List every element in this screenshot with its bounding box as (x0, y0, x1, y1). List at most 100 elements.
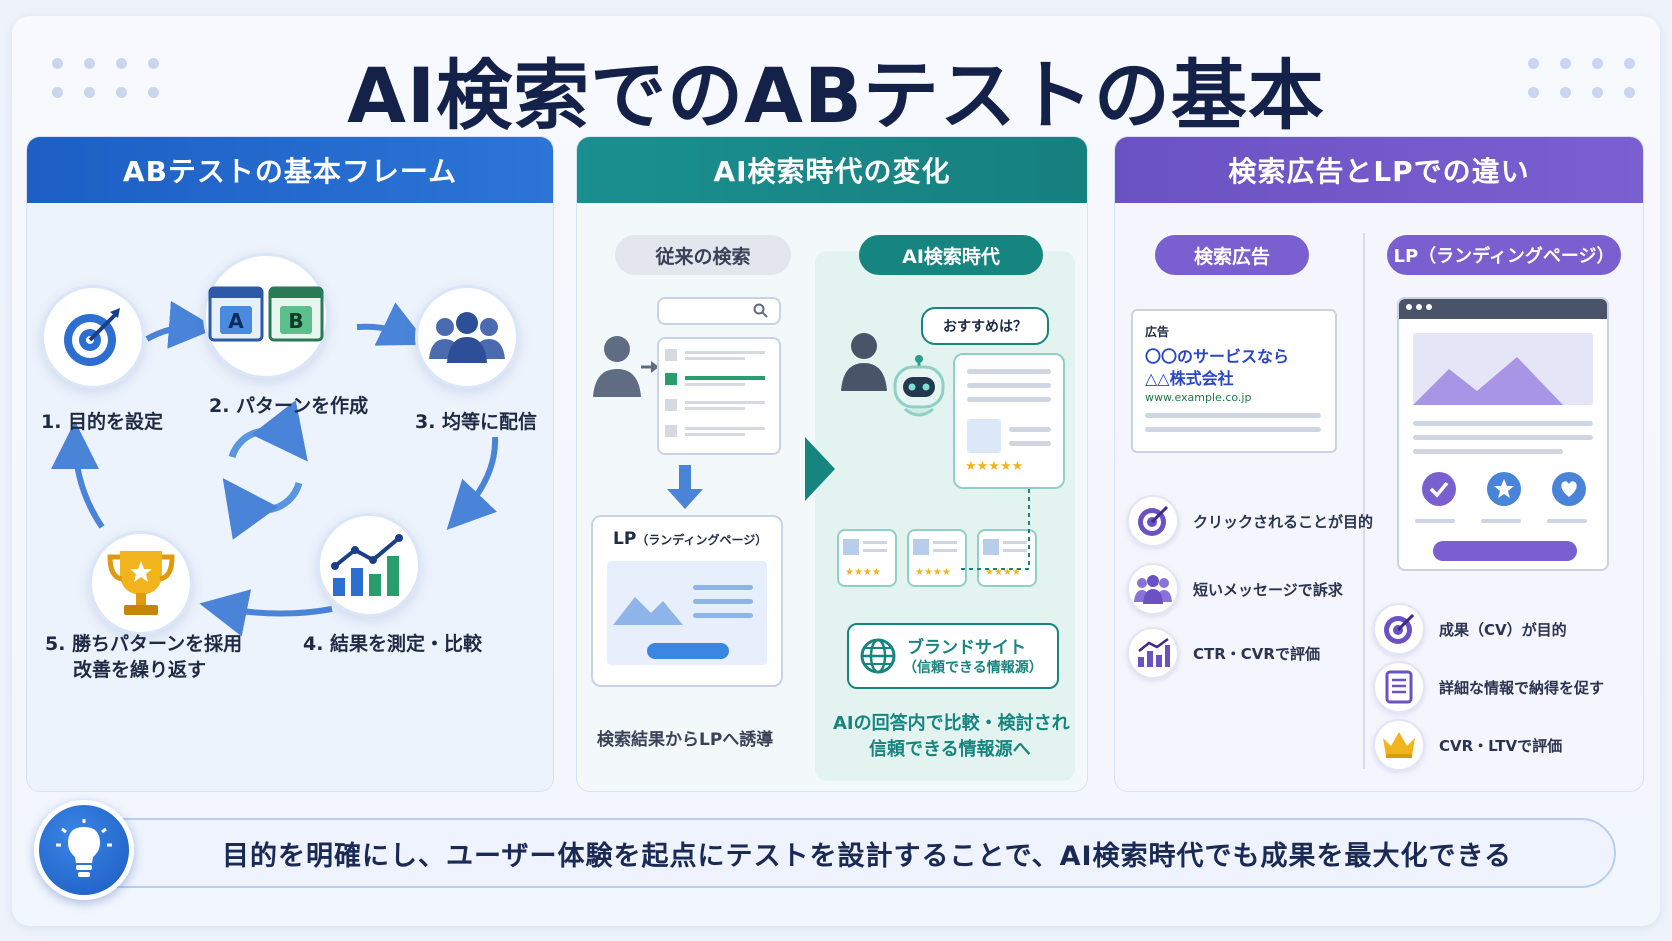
step-5-label-2: 改善を繰り返す (73, 659, 207, 681)
lp-mock-feature-icons (1422, 472, 1586, 506)
panel-ad-vs-lp-header: 検索広告とLPでの違い (1115, 137, 1643, 203)
mini-card-lines (843, 539, 1027, 555)
ai-line-2 (967, 383, 1051, 388)
bottom-message-bar: 目的を明確にし、ユーザー体験を起点にテストを設計することで、AI検索時代でも成果… (78, 818, 1616, 888)
ai-speech-text: おすすめは？ (943, 319, 1027, 335)
lp-mock-line-3 (1413, 449, 1563, 454)
lp-mock-cta-button[interactable] (1433, 541, 1577, 561)
ai-line-4 (1009, 427, 1051, 432)
mini-card-1-stars: ★★★★ (845, 567, 881, 578)
ad-url: www.example.co.jp (1145, 391, 1252, 404)
pill-ai-era: AI検索時代 (859, 235, 1043, 275)
robot-icon (893, 355, 945, 417)
target-icon (64, 308, 120, 366)
step-4-label: 4. 結果を測定・比較 (303, 633, 483, 655)
step-4-circle (317, 513, 421, 617)
brand-site-box[interactable] (847, 623, 1059, 689)
lp-feature-2: 詳細な情報で納得を促す (1373, 661, 1604, 713)
mini-card-2-stars: ★★★★ (915, 567, 951, 578)
ai-answer-card (953, 353, 1065, 489)
chevron-right-icon (805, 437, 835, 501)
step-3-label: 3. 均等に配信 (415, 411, 538, 433)
ai-user-icon (841, 333, 887, 391)
panel-ai-search-change: AI検索時代の変化 従来の検索 AI検索時代 LP（ランディングページ） 検索結… (576, 136, 1088, 792)
ad-feature-2: 短いメッセージで訴求 (1127, 563, 1343, 615)
column-divider (1363, 233, 1365, 769)
ad-feature-2-label: 短いメッセージで訴求 (1193, 580, 1343, 599)
step-2-label: 2. パターンを作成 (209, 395, 369, 417)
search-icon (753, 303, 768, 318)
lp-card-title-sub: （ランディングページ） (636, 533, 768, 547)
ai-line-1 (967, 369, 1051, 374)
main-title: AI検索でのABテストの基本 (347, 51, 1325, 140)
mountain-icon (1413, 357, 1563, 405)
lp-mock-line-6 (1547, 519, 1587, 523)
ad-title-2: △△株式会社 (1145, 369, 1234, 388)
chart-icon (331, 534, 403, 596)
pill-lp: LP（ランディングページ） (1387, 235, 1621, 275)
lp-line-3 (693, 613, 753, 618)
decor-dots-right (1528, 58, 1636, 98)
lp-mock-line-4 (1415, 519, 1455, 523)
ai-line-5 (1009, 441, 1051, 446)
bar-chart-icon (1138, 637, 1170, 667)
step-1-label: 1. 目的を設定 (41, 411, 164, 433)
variant-a-text: A (228, 309, 244, 333)
search-box[interactable] (657, 297, 781, 325)
lp-card-title: LP（ランディングページ） (613, 529, 767, 549)
ad-feature-1: クリックされることが目的 (1127, 495, 1373, 547)
step-2-circle: A B (203, 253, 329, 379)
lp-line-2 (693, 599, 753, 604)
lp-feature-3-label: CVR・LTVで評価 (1439, 736, 1563, 755)
pill-traditional-search: 従来の検索 (615, 235, 791, 275)
window-dots-icon (1406, 304, 1432, 310)
pill-search-ad: 検索広告 (1155, 235, 1309, 275)
target-icon (1384, 613, 1415, 644)
lp-line-1 (693, 585, 753, 590)
step-1-circle (41, 285, 145, 389)
ai-card-image (967, 419, 1001, 453)
panel-ab-framework: ABテストの基本フレーム 1. 目的を設定 A (26, 136, 554, 792)
decor-dots-left (52, 58, 160, 98)
lp-feature-1: 成果（CV）が目的 (1373, 603, 1567, 655)
globe-icon (860, 638, 896, 674)
mini-card-3-stars: ★★★★ (985, 567, 1021, 578)
trophy-icon (107, 551, 175, 615)
mini-card-2 (907, 529, 967, 587)
ai-line-3 (967, 397, 1051, 402)
traditional-caption: 検索結果からLPへ誘導 (597, 730, 774, 750)
ad-feature-3: CTR・CVRで評価 (1127, 627, 1320, 679)
ad-line-1 (1145, 413, 1321, 418)
image-placeholder-icon (613, 597, 683, 625)
ai-card-stars: ★★★★★ (965, 459, 1024, 474)
variant-b-text: B (288, 309, 303, 333)
mini-card-3 (977, 529, 1037, 587)
panel-ad-vs-lp: 検索広告とLPでの違い 検索広告 LP（ランディングページ） 広告 〇〇のサービ… (1114, 136, 1644, 792)
lightbulb-icon (56, 819, 112, 877)
ab-windows-icon: A B (208, 286, 324, 342)
crown-icon (1383, 732, 1415, 758)
lp-mock-titlebar (1399, 299, 1607, 319)
brand-site-sub: （信頼できる情報源） (903, 660, 1043, 676)
panel-ai-search-change-header: AI検索時代の変化 (577, 137, 1087, 203)
document-icon (1385, 670, 1413, 704)
ad-line-2 (1145, 427, 1321, 432)
lp-mock-line-2 (1413, 435, 1593, 440)
search-results-lines (665, 349, 765, 437)
search-results-card (657, 337, 781, 455)
ad-tag: 広告 (1145, 325, 1170, 339)
brand-site-title: ブランドサイト (907, 638, 1026, 658)
ai-caption-1: AIの回答内で比較・検討され (833, 713, 1070, 734)
people-icon (1134, 575, 1172, 604)
lp-cta-button[interactable] (647, 643, 729, 659)
dashed-connector (959, 489, 1030, 570)
lp-mock-line-1 (1413, 421, 1593, 426)
ad-feature-3-label: CTR・CVRで評価 (1193, 644, 1320, 663)
lp-card-title-main: LP (613, 529, 637, 549)
panel-ab-framework-header: ABテストの基本フレーム (27, 137, 553, 203)
step-5-circle (89, 531, 193, 635)
bottom-message: 目的を明確にし、ユーザー体験を起点にテストを設計することで、AI検索時代でも成果… (222, 840, 1512, 872)
mini-card-1 (837, 529, 897, 587)
step-3-circle (415, 285, 519, 389)
ad-feature-1-label: クリックされることが目的 (1193, 512, 1374, 531)
